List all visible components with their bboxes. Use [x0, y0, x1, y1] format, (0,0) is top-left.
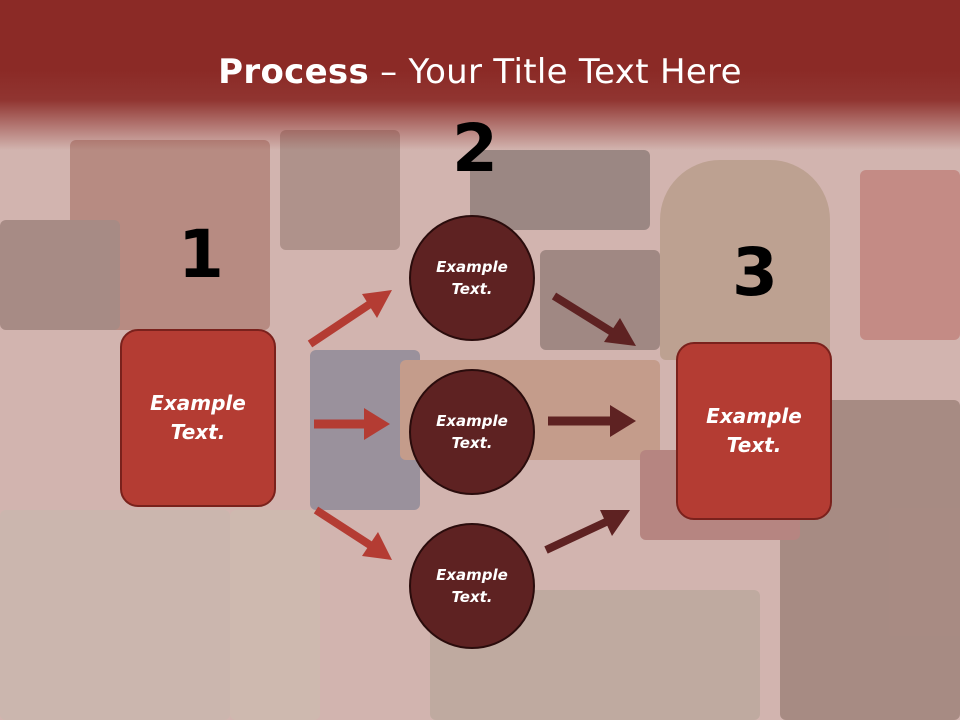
title-bar [0, 0, 960, 150]
title-bold: Process [218, 52, 370, 92]
arrow-box1-to-bottom [313, 506, 392, 560]
step-number-2: 2 [452, 110, 498, 187]
circle-middle[interactable]: Example Text. [409, 369, 535, 495]
arrow-middle-to-box3 [548, 405, 636, 437]
circle-top-text: Example Text. [436, 257, 508, 299]
circle-bottom[interactable]: Example Text. [409, 523, 535, 649]
step-number-1: 1 [178, 216, 224, 293]
circle-bottom-text: Example Text. [436, 565, 508, 607]
slide-title: Process – Your Title Text Here [0, 52, 960, 92]
step-1-text: Example Text. [150, 391, 246, 444]
arrow-box1-to-middle [314, 408, 390, 440]
arrow-top-to-box3 [551, 292, 636, 346]
step-3-box[interactable]: Example Text. [676, 342, 832, 520]
step-number-3: 3 [732, 234, 778, 311]
arrow-box1-to-top [307, 290, 392, 348]
circle-top[interactable]: Example Text. [409, 215, 535, 341]
circle-middle-text: Example Text. [436, 411, 508, 453]
arrow-bottom-to-box3 [544, 510, 630, 554]
step-1-box[interactable]: Example Text. [120, 329, 276, 507]
step-3-text: Example Text. [706, 404, 802, 457]
title-rest: – Your Title Text Here [369, 52, 742, 92]
